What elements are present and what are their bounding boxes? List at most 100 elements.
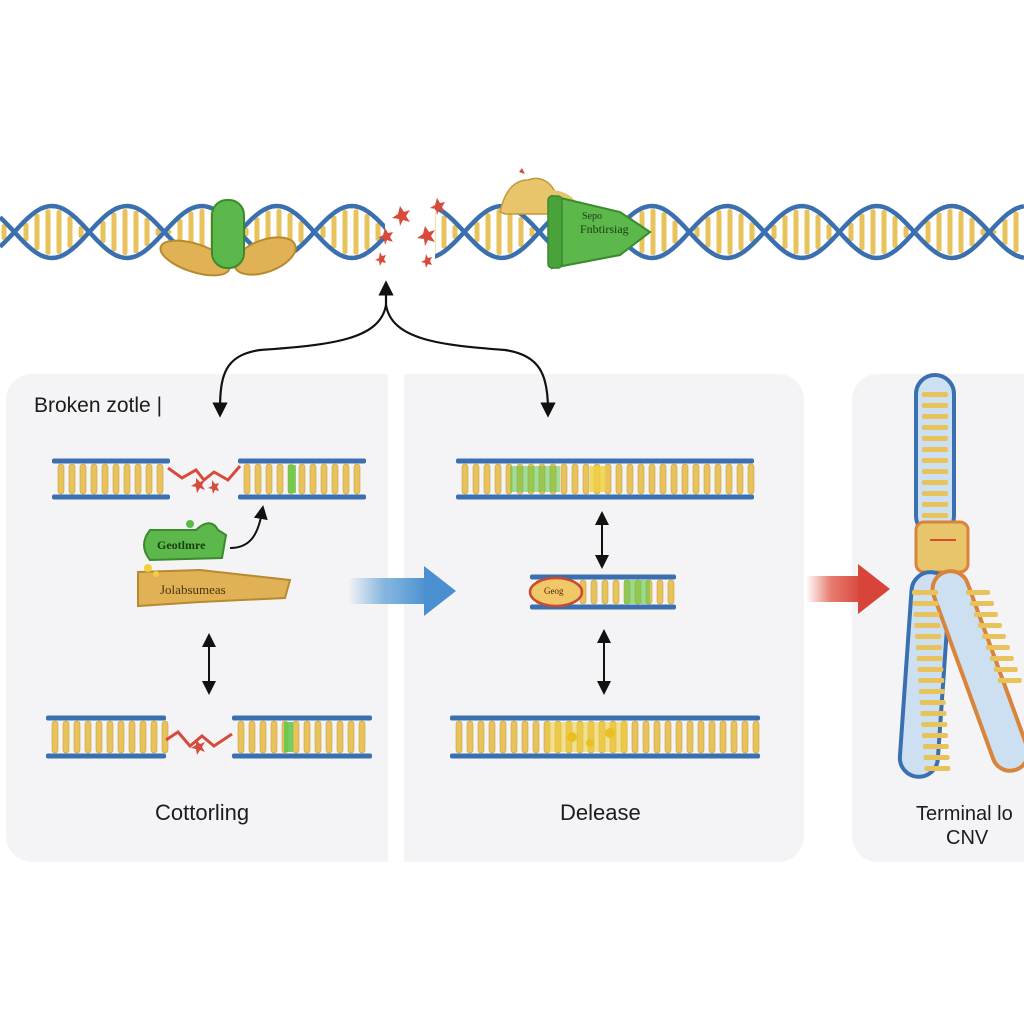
chromosome-rung [922,436,948,441]
chromosome-arm-rung [915,634,942,639]
middle-protein-label: Geog [544,586,564,596]
chromosome-arm-rung [973,612,998,617]
ladder-rung [79,463,87,495]
chromosome-arm-rung [919,700,946,705]
red-transition-arrow [806,564,890,614]
ladder-backbone [450,715,760,721]
helix-rung [738,213,744,251]
helix-rung [496,209,502,255]
helix-rung [320,225,326,239]
ladder-rung [455,720,463,754]
ladder-rung [582,463,590,495]
chromosome-rung [922,502,948,507]
left-small-arrow [229,505,268,549]
panel-release [404,374,804,862]
chromosome-rungs [922,392,948,518]
helix-rung [23,222,29,242]
ladder-rung [521,720,529,754]
helix-rung [881,210,887,254]
ladder-backbone [46,715,166,721]
ladder-backbone [46,753,166,759]
chromosome-arm-rung [915,645,942,650]
helix-rung [705,216,711,248]
ladder-rung [331,463,339,495]
ladder-rung [259,720,267,754]
ladder-rung [314,720,322,754]
ladder-rung [358,720,366,754]
middle-upper-strand [456,458,755,500]
helix-rung [331,215,337,249]
ladder-rung [237,720,245,754]
ladder-rung [95,720,103,754]
ladder-backbone [456,458,754,464]
helix-rung [804,209,810,255]
helix-rung [177,219,183,245]
chromosome-arm-rung [993,667,1018,672]
helix-rung [144,217,150,247]
ladder-rung [150,720,158,754]
ladder-rung [499,720,507,754]
chromosome-arm-rung [997,678,1022,683]
ladder-rung [243,463,251,495]
helix-rung [199,209,205,255]
middle-lower-strand [450,715,760,759]
helix-rung [782,215,788,249]
ladder-rung [659,463,667,495]
ladder-rung [320,463,328,495]
chromosome-arm-rung [966,590,990,595]
helix-rung [826,224,832,240]
helix-rung [1002,219,1008,245]
chromosome-rung [922,414,948,419]
top-branching-arrow [212,280,556,418]
helix-rung [364,214,370,250]
helix-rung [474,221,480,243]
ladder-backbone [232,715,372,721]
helix-rung [342,210,348,254]
chromosome-arm-rung [917,667,944,672]
ladder-rung [265,463,273,495]
helix-rung [353,209,359,255]
ladder-backbone [52,458,170,464]
chromosome-arm-rung [918,678,945,683]
ladder-rung [752,720,760,754]
helix-rung [529,227,535,237]
left-upper-broken-strand [52,458,366,500]
chromosome-rung [922,392,948,397]
ladder-rung [276,463,284,495]
helix-rung [716,210,722,254]
ladder-rung [532,720,540,754]
helix-rung [518,216,524,248]
ladder-rung [156,463,164,495]
ladder-rung [68,463,76,495]
chromosome-rung [922,480,948,485]
top-break-fragments [375,198,445,268]
top-protein-complex-left [159,199,297,277]
ladder-rung [703,463,711,495]
ladder-rung [161,720,169,754]
chromosome-arm-rung [913,612,940,617]
top-protein-small-label: Sepo [582,211,602,222]
helix-rung [375,223,381,241]
ladder-rung [510,720,518,754]
ladder-rung [145,463,153,495]
middle-panel-caption: Delease [560,800,641,825]
helix-rung [45,209,51,255]
blue-transition-arrow [348,566,456,616]
ladder-rung [472,463,480,495]
helix-rung [694,226,700,238]
helix-rung [903,226,909,238]
chromosome-arm-rungs [912,590,1022,771]
ladder-rung [670,463,678,495]
ladder-rung [637,463,645,495]
ladder-rung [128,720,136,754]
top-protein-label: Fnbtirsiag [580,222,629,236]
ladder-rung [51,720,59,754]
left-green-protein [143,520,228,562]
ladder-rung [477,720,485,754]
ladder-rung [692,463,700,495]
ladder-rung [626,463,634,495]
chromosome-arm-rung [923,755,950,760]
ladder-rung [62,720,70,754]
